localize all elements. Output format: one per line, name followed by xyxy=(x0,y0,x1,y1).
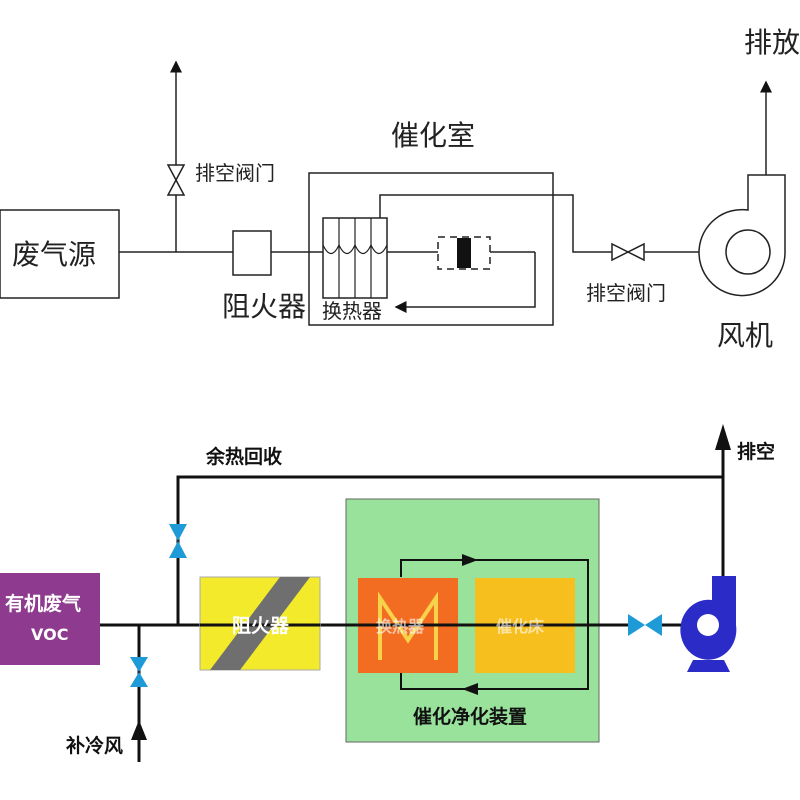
top-chamber-label: 催化室 xyxy=(391,119,475,152)
bottom-fan-base xyxy=(687,660,730,672)
bottom-arrestor-label: 阻火器 xyxy=(232,615,290,637)
bottom-exchanger-label: 换热器 xyxy=(376,617,425,636)
top-arrestor-label: 阻火器 xyxy=(222,290,306,323)
top-diagram: 废气源 排空阀门 阻火器 催化室 换热器 排空阀门 xyxy=(0,26,800,352)
top-vent-valve-1[interactable] xyxy=(166,164,186,196)
top-chamber-box xyxy=(308,172,554,326)
bottom-heat-recovery-label: 余热回收 xyxy=(205,445,282,468)
top-fan-rotor xyxy=(725,229,771,275)
bottom-diagram: 催化净化装置 余热回收 排空 有机废气 VOC 补冷风 阻火器 xyxy=(0,424,775,762)
top-exchanger-label: 换热器 xyxy=(322,299,382,323)
top-exhaust-label: 排放 xyxy=(744,26,800,59)
top-catalyst-box xyxy=(437,236,491,270)
top-source-box xyxy=(0,209,120,299)
bottom-fan-rotor xyxy=(697,614,719,636)
top-return-loop xyxy=(394,252,536,313)
top-vent-valve-2-label: 排空阀门 xyxy=(586,281,666,305)
top-outlet-pipe xyxy=(379,194,708,253)
top-fan-label: 风机 xyxy=(717,319,773,352)
bottom-valve-makeup[interactable] xyxy=(130,657,148,687)
bottom-vent-arrow xyxy=(715,424,731,450)
top-vent-valve-2[interactable] xyxy=(611,242,645,262)
bottom-device-label: 催化净化装置 xyxy=(413,705,527,728)
bottom-valve-recovery[interactable] xyxy=(169,524,187,558)
bottom-valve-outlet[interactable] xyxy=(628,614,662,636)
bottom-exchanger-symbol xyxy=(378,591,438,660)
bottom-voc-label-2: VOC xyxy=(31,625,68,644)
bottom-voc-label-1: 有机废气 xyxy=(5,592,81,615)
bottom-inner-loop xyxy=(400,559,589,690)
top-source-label: 废气源 xyxy=(12,238,96,271)
bottom-voc-box xyxy=(0,573,100,665)
bottom-vent-label: 排空 xyxy=(737,440,775,463)
top-arrestor-box xyxy=(232,230,272,276)
bottom-makeup-label: 补冷风 xyxy=(66,734,123,757)
top-vent-valve-1-label: 排空阀门 xyxy=(195,161,275,185)
bottom-catalyst-label: 催化床 xyxy=(496,617,545,636)
bottom-heat-recovery-pipe xyxy=(176,475,723,625)
